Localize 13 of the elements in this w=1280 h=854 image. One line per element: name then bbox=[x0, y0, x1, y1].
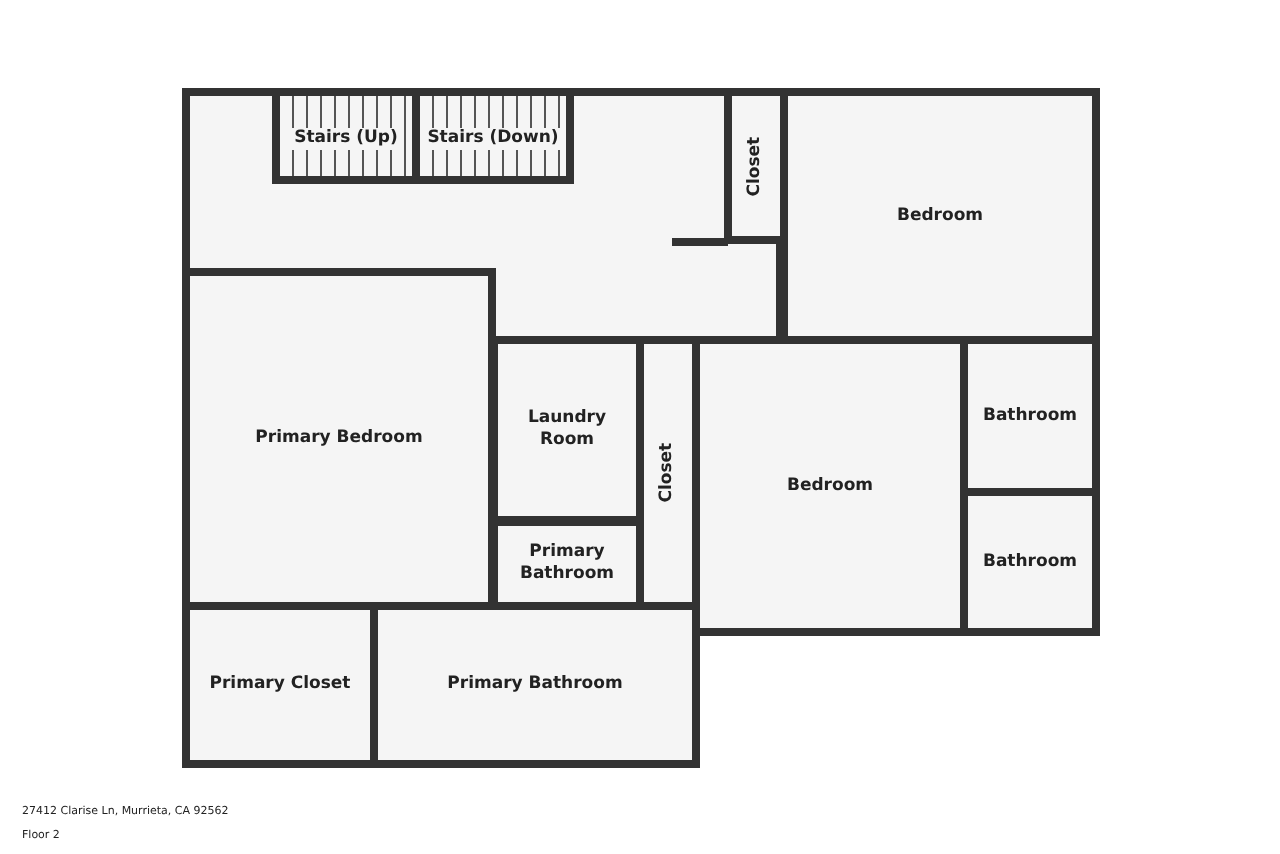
room-label: Bathroom bbox=[982, 405, 1078, 427]
room-label: Primary Bathroom bbox=[447, 674, 623, 696]
room-label: Stairs (Down) bbox=[423, 128, 563, 150]
room-label: Closet bbox=[657, 443, 679, 503]
room-label: Primary Closet bbox=[209, 674, 351, 696]
room-label: Closet bbox=[745, 136, 767, 196]
room-label: Bedroom bbox=[786, 475, 874, 497]
room-label: Bedroom bbox=[896, 205, 984, 227]
room-label: Primary Bedroom bbox=[255, 428, 423, 450]
room-label: Primary Bathroom bbox=[517, 542, 617, 586]
room-label: Laundry Room bbox=[525, 408, 609, 452]
room-label: Stairs (Up) bbox=[290, 128, 402, 150]
room-label: Bathroom bbox=[982, 551, 1078, 573]
